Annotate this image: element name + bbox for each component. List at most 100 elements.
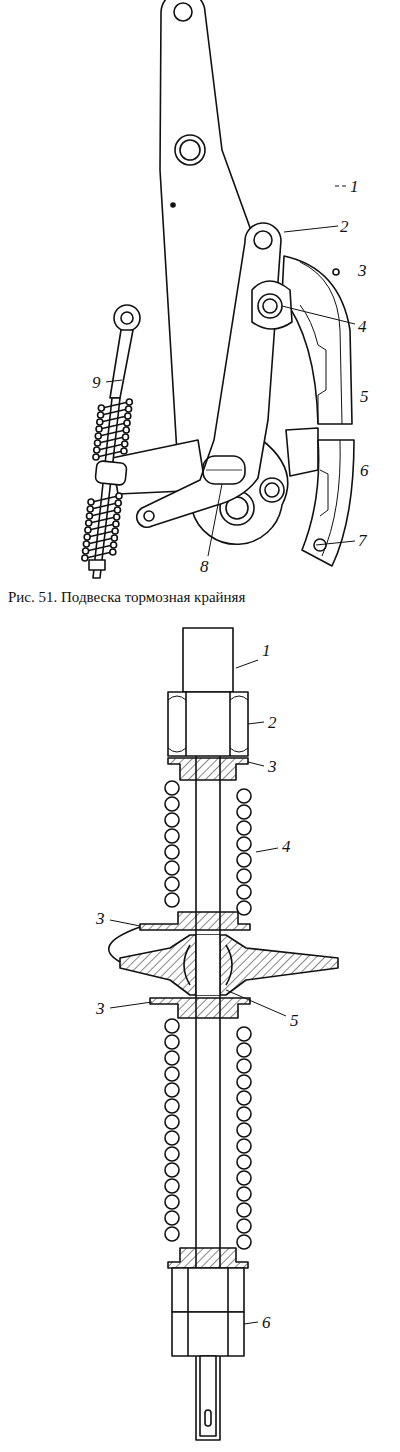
brake-shoe-upper [282, 256, 352, 424]
spring-coil [165, 845, 179, 859]
spring-coil [100, 423, 126, 429]
pin-boss [175, 135, 205, 165]
oval-hole [203, 456, 245, 484]
cotter-hole [205, 1410, 211, 1426]
spring-cup [150, 998, 250, 1018]
spring-coil [102, 409, 128, 415]
spring-coil [165, 1019, 179, 1033]
spring-coil [237, 1235, 251, 1249]
spring-coil [83, 541, 89, 547]
spring-coil [110, 549, 116, 555]
pin [265, 483, 279, 497]
spring-coil [237, 1123, 251, 1137]
spring-coil [123, 427, 129, 433]
brake-hanger-assembly [82, 0, 355, 578]
callout-number: 5 [290, 1012, 299, 1029]
spring-coil [237, 837, 251, 851]
rod-top [183, 628, 233, 692]
callout-number: 8 [200, 558, 209, 575]
spring-coil [237, 1155, 251, 1169]
spring-coil [98, 444, 124, 450]
hanger-lever [137, 223, 281, 527]
spring-coil [87, 538, 113, 544]
spring-coil [237, 1043, 251, 1057]
spring-coil [125, 413, 131, 419]
bracket [120, 935, 338, 995]
spring-coil [95, 433, 101, 439]
spring-coil [237, 1219, 251, 1233]
spring-coil [165, 1131, 179, 1145]
spring-coil [237, 901, 251, 915]
spring-coil [88, 531, 114, 537]
bracket-outline [109, 927, 140, 962]
spring-coil [237, 1027, 251, 1041]
spring-coil [165, 893, 179, 907]
spring-coil [113, 521, 119, 527]
spring-coil [97, 451, 123, 457]
spring-coil [165, 781, 179, 795]
spring-coil [111, 542, 117, 548]
spring-coil [165, 1051, 179, 1065]
mark-dot [171, 203, 175, 207]
spring-coil [237, 1203, 251, 1217]
callout-number: 9 [92, 374, 101, 391]
spring-coil [86, 552, 112, 558]
rod-eye-hole [121, 312, 133, 324]
rod-end [200, 1356, 216, 1436]
leader-lines [110, 660, 286, 1324]
callout-number: 1 [350, 178, 359, 195]
spring-coil [122, 434, 128, 440]
spring-cup [168, 1248, 248, 1268]
spring-coil [83, 548, 89, 554]
spring-coil [97, 419, 103, 425]
callout-number: 7 [358, 532, 367, 549]
spring-coil [165, 1099, 179, 1113]
spring-coil [237, 805, 251, 819]
pin-hole [174, 3, 192, 21]
figure-caption: Рис. 51. Подвеска тормозная крайняя [8, 588, 245, 606]
brake-shoe-lower [302, 440, 354, 566]
spring-coil [237, 1107, 251, 1121]
pin-hole [144, 511, 154, 521]
spring-coil [86, 520, 92, 526]
lock-nut [172, 1312, 244, 1356]
shoe-connector [286, 428, 318, 476]
rod-nut [89, 560, 105, 570]
spring-coil [165, 1195, 179, 1209]
spring-coil [89, 524, 115, 530]
spring-coil [88, 499, 94, 505]
spring-coil [237, 1091, 251, 1105]
callout-number: 3 [96, 1000, 105, 1017]
spring-coil [101, 416, 127, 422]
callout-number: 5 [360, 388, 369, 405]
spring-coil [237, 853, 251, 867]
spring-coil [86, 513, 92, 519]
spring-coil [237, 1059, 251, 1073]
spring-coil [237, 885, 251, 899]
spring-coil [165, 829, 179, 843]
spring-coil [126, 399, 132, 405]
spring-coil [237, 1187, 251, 1201]
callout-number: 3 [358, 262, 367, 279]
spring-coil [165, 1067, 179, 1081]
spring-coil [91, 503, 117, 509]
spring-coil [111, 535, 117, 541]
pin [258, 294, 282, 318]
spring-coil [122, 441, 128, 447]
spring-coil [126, 406, 132, 412]
pin-hole [180, 140, 200, 160]
callout-number: 2 [268, 714, 277, 731]
spring-coil [93, 454, 99, 460]
rivet [333, 269, 339, 275]
spring-coil [92, 496, 118, 502]
callout-number: 2 [340, 218, 349, 235]
spring-cup [140, 912, 250, 930]
spring-coil [94, 447, 100, 453]
rod-springs [82, 399, 133, 561]
spring-coil [116, 493, 122, 499]
spring-coil [87, 545, 113, 551]
spring-coil [165, 1035, 179, 1049]
spring-coil [102, 402, 128, 408]
leader-lines [106, 186, 355, 556]
